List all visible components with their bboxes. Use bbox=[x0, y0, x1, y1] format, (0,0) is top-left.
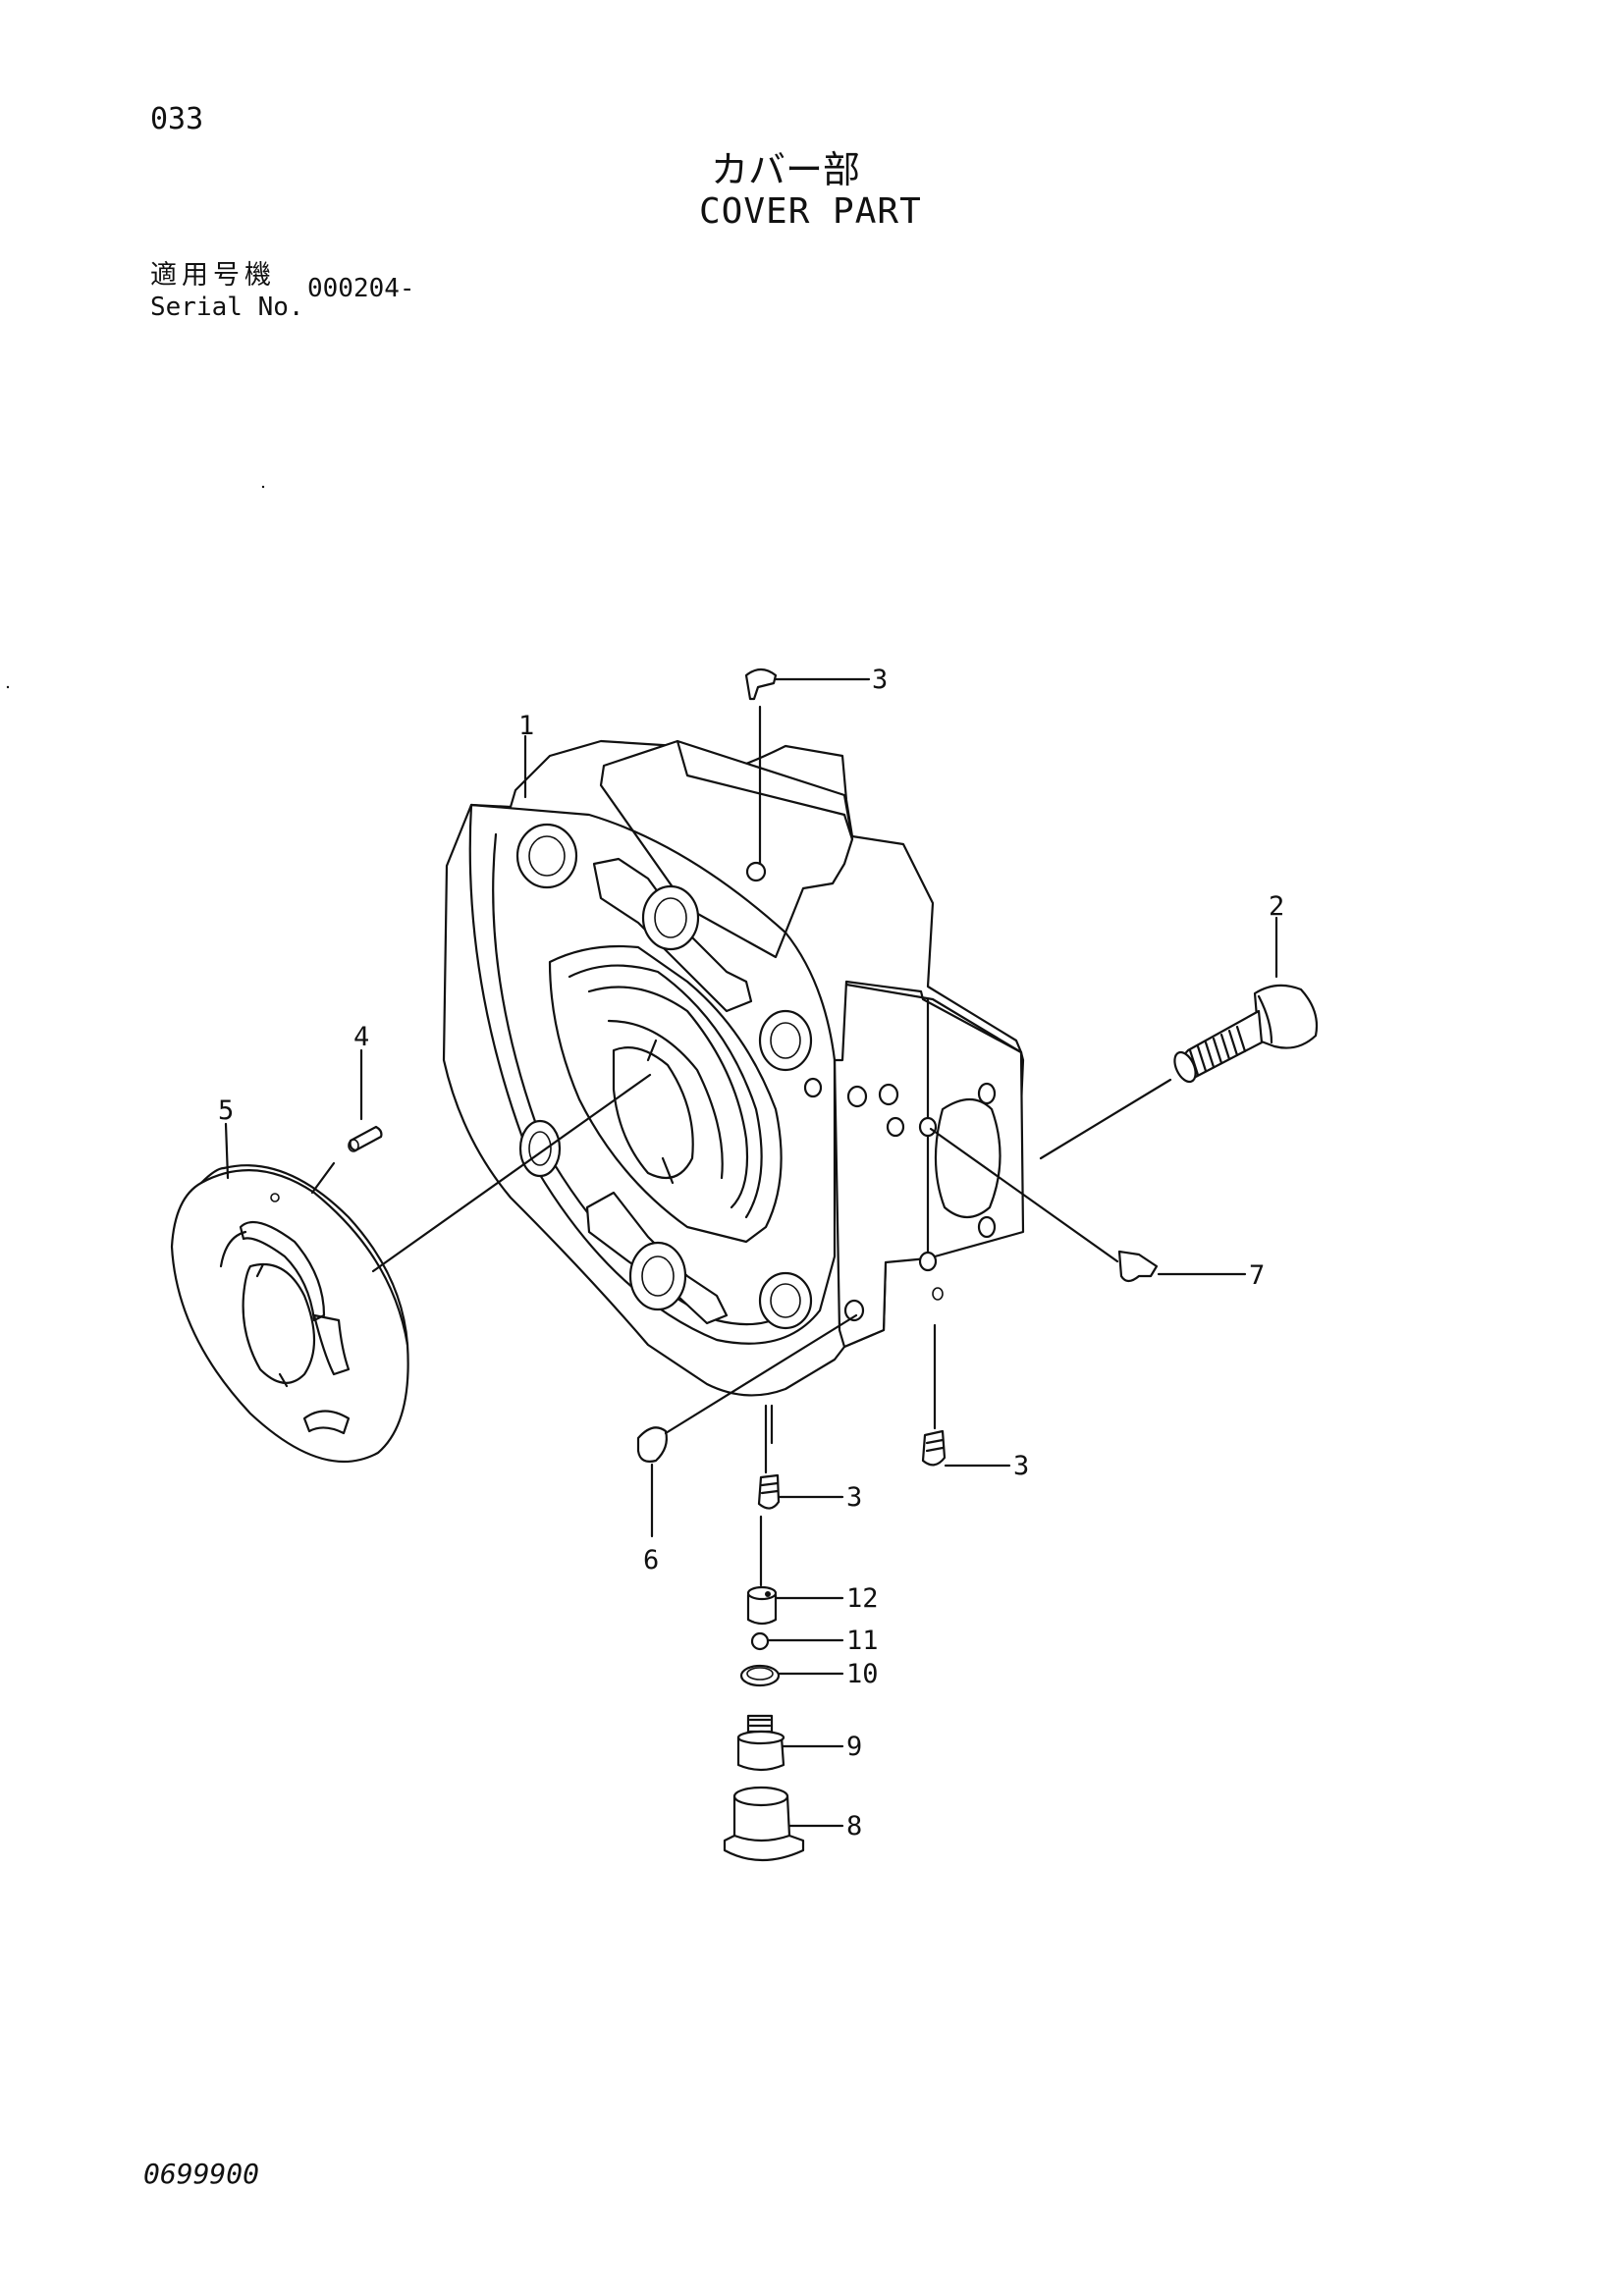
page-number: 033 bbox=[150, 102, 204, 136]
page-title-english: COVER PART bbox=[699, 191, 922, 232]
callout-4: 4 bbox=[353, 1022, 369, 1052]
callout-8: 8 bbox=[846, 1811, 862, 1842]
callout-3-top: 3 bbox=[872, 665, 888, 695]
ball-part bbox=[750, 1631, 770, 1651]
callout-9: 9 bbox=[846, 1732, 862, 1762]
valve-plate-part bbox=[170, 1164, 409, 1464]
callout-3-right: 3 bbox=[1013, 1451, 1029, 1481]
serial-label-english: Serial No. bbox=[150, 293, 304, 322]
plug-side-part bbox=[1117, 1250, 1159, 1283]
serial-number-value: 000204- bbox=[307, 274, 415, 303]
orifice-part bbox=[636, 1426, 668, 1463]
o-ring-part bbox=[739, 1664, 781, 1687]
page-title-japanese: カバー部 bbox=[711, 148, 861, 191]
plug-right-part bbox=[921, 1429, 947, 1467]
callout-6: 6 bbox=[643, 1545, 659, 1575]
drawing-code: 0699900 bbox=[143, 2158, 260, 2190]
cap-screw-part bbox=[1173, 984, 1319, 1084]
plug-large-part bbox=[723, 1786, 805, 1862]
cover-housing-part bbox=[442, 739, 1025, 1397]
callout-1: 1 bbox=[518, 711, 534, 741]
pin-part bbox=[348, 1125, 383, 1152]
plug-top-part bbox=[744, 667, 778, 701]
callout-7: 7 bbox=[1249, 1260, 1265, 1291]
leader-lines bbox=[224, 677, 1278, 1828]
callout-3-bottom: 3 bbox=[846, 1482, 862, 1513]
serial-label-japanese: 適用号機 bbox=[150, 260, 276, 291]
plug-bottom-part bbox=[757, 1473, 781, 1510]
callout-12: 12 bbox=[846, 1583, 879, 1614]
callout-10: 10 bbox=[846, 1659, 879, 1689]
callout-2: 2 bbox=[1269, 891, 1284, 922]
valve-seat-part bbox=[736, 1714, 785, 1772]
callout-5: 5 bbox=[218, 1095, 234, 1126]
callout-11: 11 bbox=[846, 1626, 879, 1656]
sleeve-part bbox=[746, 1585, 778, 1626]
